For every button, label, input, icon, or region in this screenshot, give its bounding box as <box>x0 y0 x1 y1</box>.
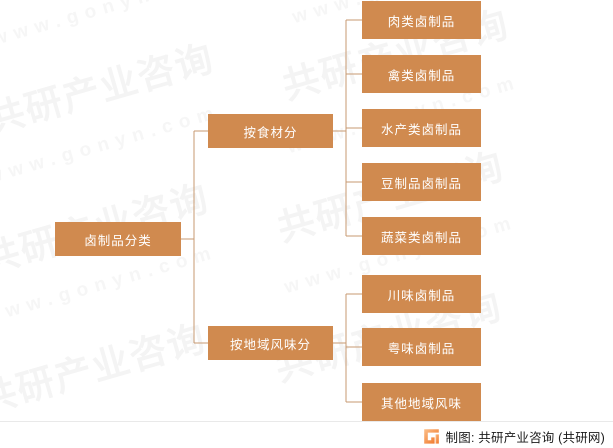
node-leaf-cantonese[interactable]: 粤味卤制品 <box>362 328 481 366</box>
node-label: 按食材分 <box>243 125 298 140</box>
footer-divider <box>0 421 613 422</box>
node-label: 按地域风味分 <box>229 337 311 352</box>
footer-credit-text: 制图: 共研产业咨询 (共研网) <box>445 430 605 445</box>
node-label: 禽类卤制品 <box>387 68 456 83</box>
node-label: 卤制品分类 <box>84 233 152 248</box>
node-label: 其他地域风味 <box>380 396 462 411</box>
node-leaf-sichuan[interactable]: 川味卤制品 <box>362 275 481 313</box>
node-label: 川味卤制品 <box>387 288 456 303</box>
node-label: 肉类卤制品 <box>387 14 456 29</box>
node-leaf-poultry[interactable]: 禽类卤制品 <box>362 55 481 93</box>
node-leaf-vegetable[interactable]: 蔬菜类卤制品 <box>362 217 481 255</box>
gonyn-logo-icon <box>423 428 440 445</box>
node-root[interactable]: 卤制品分类 <box>55 222 181 256</box>
node-branch-by-region[interactable]: 按地域风味分 <box>208 326 333 360</box>
node-leaf-soy[interactable]: 豆制品卤制品 <box>362 163 481 201</box>
node-leaf-aquatic[interactable]: 水产类卤制品 <box>362 109 481 147</box>
node-leaf-meat[interactable]: 肉类卤制品 <box>362 1 481 39</box>
node-label: 豆制品卤制品 <box>380 176 462 191</box>
node-label: 水产类卤制品 <box>380 122 462 137</box>
node-leaf-other-region[interactable]: 其他地域风味 <box>362 383 481 421</box>
footer-credit: 制图: 共研产业咨询 (共研网) <box>423 426 605 446</box>
node-label: 粤味卤制品 <box>387 341 456 356</box>
node-label: 蔬菜类卤制品 <box>380 230 462 245</box>
node-branch-by-ingredient[interactable]: 按食材分 <box>208 114 333 148</box>
